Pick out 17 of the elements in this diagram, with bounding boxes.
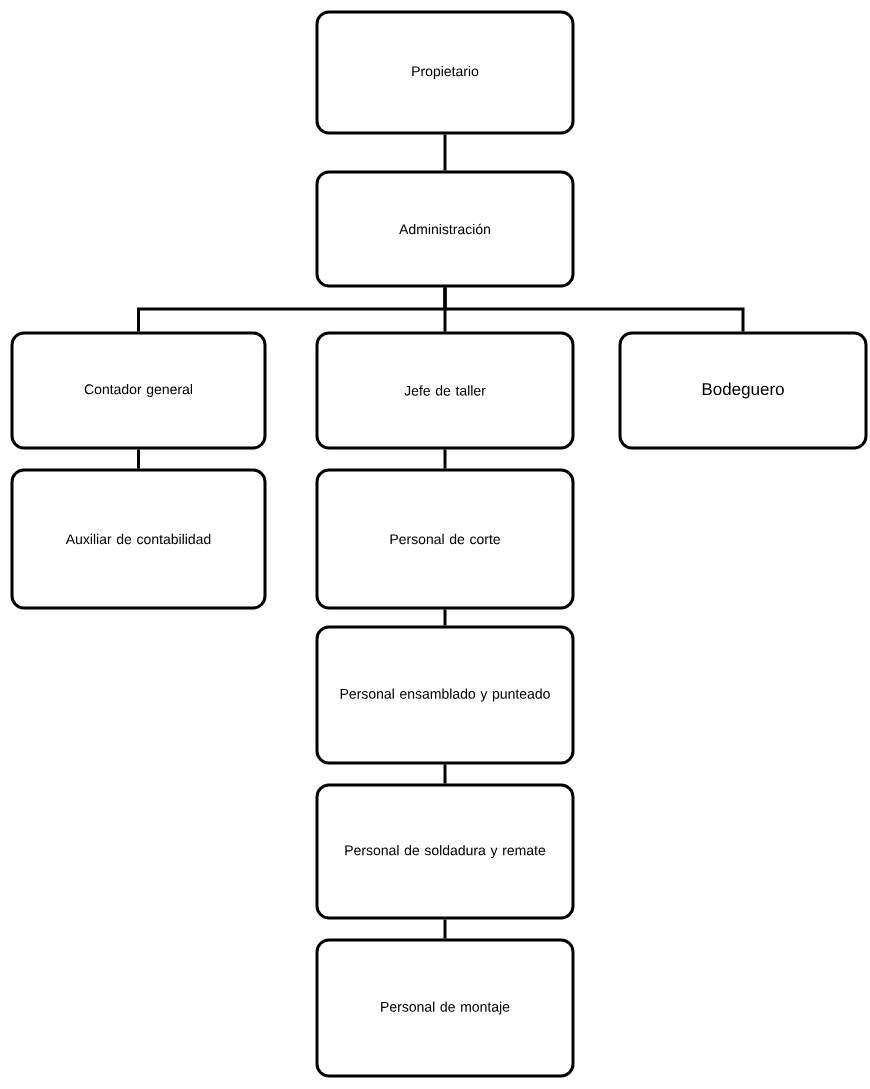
org-box: Personal de montaje [315,938,575,1078]
connector-line [137,449,140,469]
connector-line [443,134,447,171]
connector-line [443,919,447,939]
org-box: Personal de corte [315,468,575,610]
org-box: Personal ensamblado y punteado [315,625,575,765]
org-box: Personal de soldadura y remate [315,783,575,920]
org-box: Jefe de taller [315,331,575,450]
org-box: Bodeguero [618,331,868,450]
connector-line [443,287,745,332]
org-box: Auxiliar de contabilidad [10,468,267,610]
connector-line [443,609,447,626]
connector-line [443,764,447,784]
org-box: Contador general [10,331,267,450]
connector-line [443,449,447,469]
org-box: Propietario [315,10,575,135]
org-box: Administración [315,170,575,288]
